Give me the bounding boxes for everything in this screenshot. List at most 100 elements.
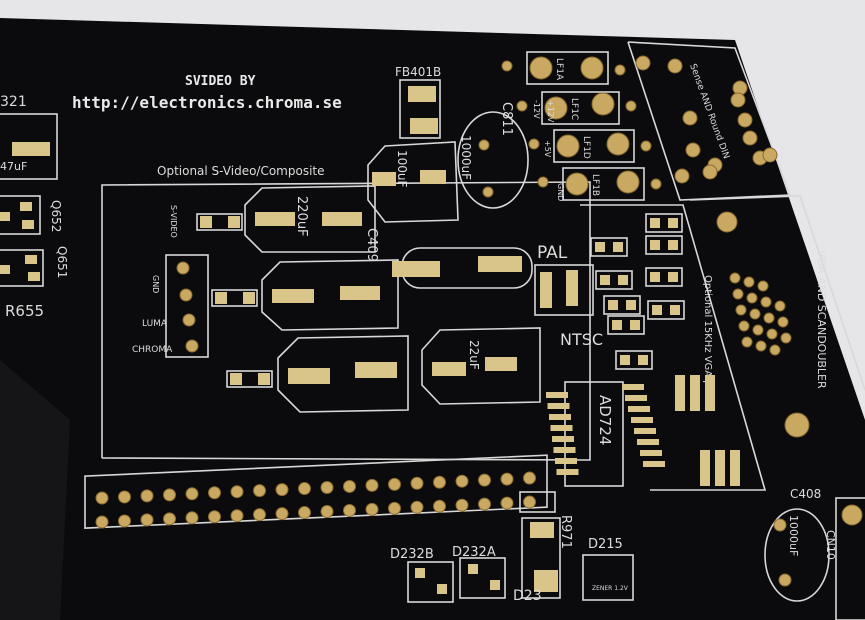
cap47-label: 47uF bbox=[0, 160, 27, 173]
smd-pad bbox=[668, 272, 678, 282]
c409-label: C409 bbox=[364, 228, 379, 262]
smd-pad bbox=[612, 320, 622, 330]
vga-hole bbox=[749, 308, 761, 320]
rail-label: +12V bbox=[546, 100, 555, 123]
lf-label: LF1C bbox=[569, 98, 579, 120]
header-pin bbox=[185, 487, 199, 501]
header-pin bbox=[365, 478, 379, 492]
via bbox=[614, 64, 626, 76]
smd-pad bbox=[652, 305, 662, 315]
header-pin bbox=[140, 513, 154, 527]
credit-title: SVIDEO BY bbox=[185, 74, 256, 89]
lf-outline bbox=[562, 167, 645, 201]
smd-outline bbox=[595, 270, 633, 290]
smd-outline bbox=[590, 237, 628, 257]
vga-hole bbox=[743, 276, 755, 288]
via bbox=[516, 100, 528, 112]
smd-pad bbox=[595, 242, 605, 252]
vga-holes bbox=[729, 272, 792, 356]
pad bbox=[408, 86, 436, 102]
via bbox=[537, 176, 549, 188]
header-pin bbox=[320, 505, 334, 518]
q651-label: Q651 bbox=[55, 246, 69, 278]
smd-pad bbox=[690, 375, 700, 411]
vga-hole bbox=[738, 320, 750, 332]
ic-pin bbox=[622, 384, 644, 390]
ad724-label: AD724 bbox=[596, 395, 614, 445]
conn-label-svideo: S-VIDEO bbox=[169, 205, 178, 238]
ic-pin bbox=[631, 417, 653, 423]
smd-pad bbox=[705, 375, 715, 411]
q652-label: Q652 bbox=[49, 200, 63, 232]
smd-pad bbox=[630, 320, 640, 330]
ic-pin bbox=[549, 414, 571, 420]
header-pin bbox=[208, 486, 221, 500]
via bbox=[650, 178, 662, 190]
pad bbox=[468, 564, 478, 574]
mount-hole bbox=[784, 412, 810, 438]
ic-pin bbox=[625, 395, 647, 401]
ic-pin bbox=[643, 461, 665, 467]
pad bbox=[25, 255, 37, 264]
header-pin bbox=[343, 479, 356, 493]
pad bbox=[0, 212, 10, 221]
conn-label-luma: LUMA bbox=[142, 319, 168, 329]
pad bbox=[28, 272, 40, 281]
din-hole bbox=[762, 147, 778, 163]
ic-pin bbox=[547, 403, 570, 409]
d232b-outline bbox=[407, 561, 454, 603]
smd-pad bbox=[618, 275, 628, 285]
pad bbox=[530, 522, 554, 538]
cap-220uf-bottom bbox=[226, 335, 409, 413]
smd-pad bbox=[626, 300, 636, 310]
header-pin bbox=[455, 474, 469, 488]
smd-outline bbox=[603, 295, 641, 315]
din-hole bbox=[682, 110, 698, 126]
header-pin bbox=[230, 509, 244, 523]
header-pin bbox=[253, 484, 266, 498]
pad bbox=[12, 142, 50, 156]
via bbox=[640, 140, 652, 152]
r971-label: R971 bbox=[558, 515, 573, 549]
pin-hole bbox=[176, 261, 190, 275]
smd-pad bbox=[608, 300, 618, 310]
header-pin bbox=[118, 514, 131, 528]
smd-pad bbox=[600, 275, 610, 285]
vga-hole bbox=[732, 288, 744, 300]
lf-pad bbox=[580, 56, 604, 80]
header-pin bbox=[118, 490, 131, 504]
d23-label: D23 bbox=[513, 588, 542, 604]
pin-hole bbox=[185, 339, 199, 353]
smd-pad bbox=[730, 450, 740, 486]
smd-outline bbox=[615, 350, 653, 370]
ic-pin bbox=[556, 469, 579, 475]
pin-hole bbox=[182, 313, 196, 327]
ic-pin bbox=[546, 392, 568, 398]
pin-hole bbox=[841, 504, 863, 526]
din-hole bbox=[730, 92, 746, 108]
r971-outline bbox=[521, 517, 561, 599]
din-hole bbox=[685, 142, 701, 158]
din-hole bbox=[667, 58, 683, 74]
header-pin bbox=[95, 491, 109, 505]
din-hole bbox=[702, 164, 718, 180]
smd-pad bbox=[668, 240, 678, 250]
lf-label: LF1B bbox=[590, 174, 600, 196]
q652-outline bbox=[0, 195, 41, 235]
vga-hole bbox=[760, 296, 772, 308]
header-pin bbox=[253, 508, 266, 522]
pad bbox=[478, 256, 522, 272]
c811-label: C811 bbox=[499, 102, 514, 136]
header-pin bbox=[478, 497, 491, 511]
din-hole bbox=[742, 130, 758, 146]
ic-pin bbox=[628, 406, 650, 412]
zener-label: ZENER 1.2V bbox=[592, 585, 629, 592]
header-pin bbox=[410, 500, 424, 514]
header-pin bbox=[500, 496, 514, 510]
d215-label: D215 bbox=[588, 537, 623, 552]
header-pin bbox=[208, 510, 221, 524]
din-hole bbox=[737, 112, 753, 128]
header-pin bbox=[388, 501, 401, 515]
ad724-outline bbox=[564, 381, 624, 487]
